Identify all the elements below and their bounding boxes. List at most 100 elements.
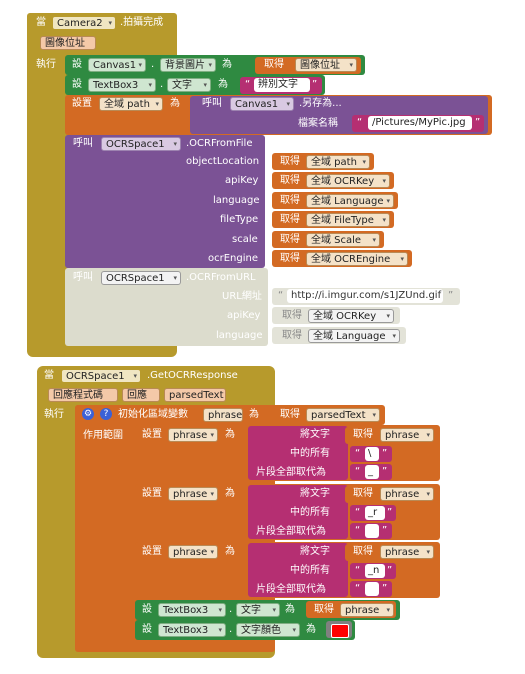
replace-from-value[interactable]: _n: [365, 564, 385, 578]
event-do-label: 執行: [36, 59, 56, 70]
get-var-dropdown[interactable]: 全域 OCREngine▾: [306, 252, 408, 266]
replace-from-value[interactable]: \: [365, 447, 379, 461]
canvas-component-dropdown[interactable]: Canvas1▾: [88, 58, 146, 72]
get-var-dropdown[interactable]: 圖像位址▾: [295, 58, 357, 72]
phrase-var-dropdown[interactable]: phrase▾: [168, 428, 218, 442]
get-var-dropdown[interactable]: 全域 OCRKey▾: [306, 174, 390, 188]
event-param-parsedtext[interactable]: parsedText: [164, 388, 226, 402]
quote-close: ”: [382, 583, 388, 594]
param-label: fileType: [220, 214, 259, 225]
ocr-component-dropdown[interactable]: OCRSpace1▾: [101, 137, 181, 151]
set-label: 設: [142, 604, 152, 615]
get-var-dropdown[interactable]: 全域 Scale▾: [306, 233, 380, 247]
phrase-var-dropdown[interactable]: phrase▾: [168, 545, 218, 559]
phrase-var-dropdown[interactable]: phrase▾: [168, 487, 218, 501]
param-label: URL網址: [222, 291, 262, 302]
local-var-name-field[interactable]: phrase: [203, 408, 243, 422]
get-var-dropdown[interactable]: 全域 path▾: [306, 155, 370, 169]
get-label: 取得: [280, 234, 300, 245]
get-var-dropdown[interactable]: 全域 Language▾: [306, 194, 394, 208]
event-when-label: 當: [36, 17, 46, 28]
replace-all-block-1[interactable]: [248, 426, 348, 480]
get-var-dropdown[interactable]: 全域 FileType▾: [306, 213, 390, 227]
quote-open: “: [355, 448, 361, 459]
to-label: 為: [249, 409, 259, 420]
param-label: scale: [232, 234, 258, 245]
textbox-component-dropdown[interactable]: TextBox3▾: [158, 603, 226, 617]
to-label: 為: [285, 604, 295, 615]
event-when-label: 當: [44, 370, 54, 381]
get-label: 取得: [280, 175, 300, 186]
quote-open: “: [355, 525, 361, 536]
dot-label: .: [160, 79, 164, 90]
get-var-dropdown[interactable]: parsedText▾: [306, 408, 380, 422]
canvas-property-dropdown[interactable]: 背景圖片▾: [160, 58, 216, 72]
red-color-swatch[interactable]: [331, 624, 349, 638]
method-label: .另存為...: [299, 98, 342, 109]
get-var-dropdown[interactable]: phrase▾: [380, 487, 434, 501]
get-label: 取得: [280, 409, 300, 420]
get-label: 取得: [282, 310, 302, 321]
param-label: apiKey: [225, 175, 259, 186]
event-param-response[interactable]: 回應: [122, 388, 160, 402]
to-label: 為: [218, 79, 228, 90]
event-component-dropdown[interactable]: OCRSpace1▾: [61, 369, 141, 383]
replace-with-value[interactable]: _: [365, 465, 379, 479]
param-label: apiKey: [227, 310, 261, 321]
get-var-dropdown[interactable]: phrase▾: [380, 545, 434, 559]
ocr-component-dropdown[interactable]: OCRSpace1▾: [101, 271, 181, 285]
get-label: 取得: [353, 546, 373, 557]
set-label: 設置: [72, 98, 92, 109]
get-var-dropdown[interactable]: 全域 OCRKey▾: [308, 309, 394, 323]
to-label: 為: [306, 624, 316, 635]
get-var-dropdown[interactable]: phrase▾: [380, 428, 434, 442]
call-ocr-from-file-block[interactable]: [65, 135, 265, 268]
saveas-component-dropdown[interactable]: Canvas1▾: [230, 97, 294, 111]
dot-label: .: [229, 604, 233, 615]
set-label: 設: [142, 624, 152, 635]
url-literal-value[interactable]: http://i.imgur.com/s1JZUnd.gif: [287, 289, 443, 303]
replace-all-block-3[interactable]: [248, 543, 348, 597]
help-icon[interactable]: ?: [100, 408, 112, 420]
replace-with-value[interactable]: [365, 582, 379, 596]
replace-text-label: 將文字: [300, 546, 330, 557]
param-label: language: [216, 330, 263, 341]
get-label: 取得: [280, 214, 300, 225]
get-label: 取得: [280, 253, 300, 264]
text-literal-value[interactable]: 辨別文字: [254, 78, 310, 92]
replace-all-block-2[interactable]: [248, 485, 348, 539]
get-label: 取得: [353, 488, 373, 499]
param-label: language: [213, 195, 260, 206]
to-label: 為: [225, 546, 235, 557]
param-label: objectLocation: [186, 156, 260, 167]
filename-literal-value[interactable]: /Pictures/MyPic.jpg: [368, 116, 472, 130]
event-component-dropdown[interactable]: Camera2▾: [52, 16, 116, 30]
replace-segment-label: 中的所有: [290, 448, 330, 459]
get-var-dropdown[interactable]: 全域 Language▾: [308, 329, 400, 343]
method-label: .OCRFromURL: [186, 272, 256, 283]
replace-text-label: 將文字: [300, 429, 330, 440]
set-label: 設置: [142, 429, 162, 440]
textbox-component-dropdown[interactable]: TextBox3▾: [88, 78, 156, 92]
replace-segment-label: 中的所有: [290, 565, 330, 576]
event-param-response-code[interactable]: 回應程式碼: [48, 388, 118, 402]
gear-icon[interactable]: ⚙: [82, 408, 94, 420]
textbox-color-property-dropdown[interactable]: 文字顏色▾: [236, 623, 300, 637]
event-param-image-path[interactable]: 圖像位址: [40, 36, 96, 50]
global-path-dropdown[interactable]: 全域 path▾: [99, 97, 163, 111]
get-label: 取得: [264, 59, 284, 70]
replace-from-value[interactable]: _r: [365, 506, 385, 520]
replace-with-label: 片段全部取代為: [256, 526, 326, 537]
get-var-dropdown[interactable]: phrase▾: [340, 603, 394, 617]
quote-open: “: [245, 79, 251, 90]
textbox-component-dropdown[interactable]: TextBox3▾: [158, 623, 226, 637]
replace-with-value[interactable]: [365, 524, 379, 538]
event-do-label: 執行: [44, 409, 64, 420]
textbox-property-dropdown[interactable]: 文字▾: [236, 603, 280, 617]
set-label: 設: [72, 59, 82, 70]
replace-text-label: 將文字: [300, 488, 330, 499]
textbox-property-dropdown[interactable]: 文字▾: [167, 78, 211, 92]
get-label: 取得: [353, 429, 373, 440]
get-label: 取得: [280, 195, 300, 206]
quote-open: “: [357, 117, 363, 128]
